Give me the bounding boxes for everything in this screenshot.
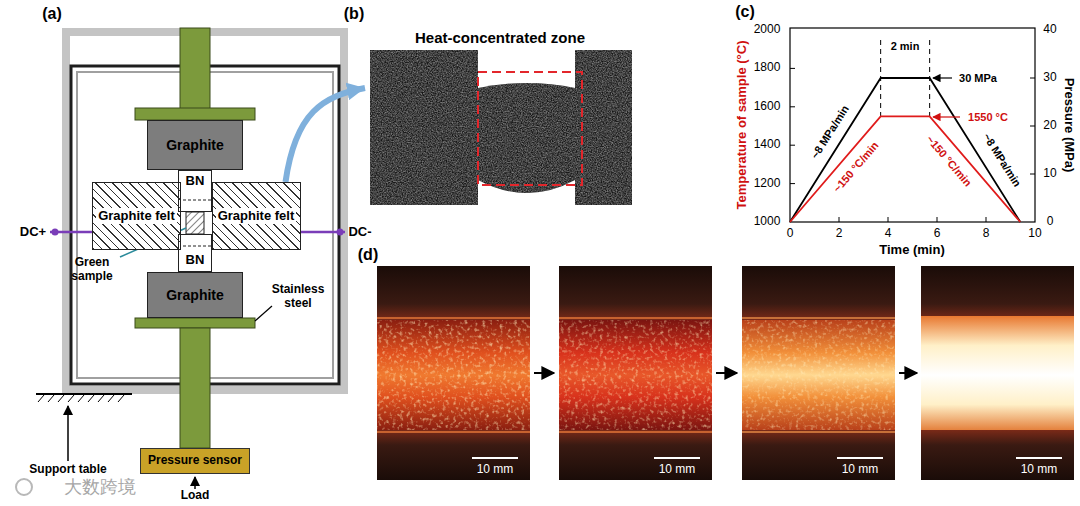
bn-spacer: BN <box>178 234 212 272</box>
graphite-felt-text: Graphite felt <box>216 208 297 225</box>
part-label: Stainless steel <box>265 283 331 311</box>
axis-title: Pressure (MPa) <box>1062 78 1077 173</box>
axis-tick: 0 <box>787 227 794 241</box>
panel-label: (a) <box>42 5 62 23</box>
graphite-block-text: Graphite <box>166 137 224 153</box>
scale-label: 10 mm <box>477 463 514 477</box>
sample-photo-panel-text: Heat-concentrated zone <box>415 29 585 46</box>
axis-tick: 1000 <box>754 215 781 229</box>
axis-tick: 6 <box>934 227 941 241</box>
graphite-felt: Graphite felt <box>92 182 181 250</box>
graphite-felt-text: Graphite felt <box>96 208 177 225</box>
axis-tick: 1400 <box>754 138 781 152</box>
axis-tick: 40 <box>1043 23 1056 37</box>
graphite-block: Graphite <box>147 120 243 170</box>
graphite-block: Graphite <box>147 272 243 318</box>
bn-spacer: BN <box>178 170 212 212</box>
panel-label: (c) <box>735 3 755 21</box>
pressure-sensor: Pressure sensor <box>140 448 250 474</box>
annotation: 30 MPa <box>959 72 997 85</box>
force-label: Load <box>181 489 210 503</box>
axis-tick: 10 <box>1028 227 1041 241</box>
panel-label: (b) <box>344 5 364 23</box>
axis-title: Temperature of sample (°C) <box>735 41 750 210</box>
axis-title: Time (min) <box>879 243 945 258</box>
axis-tick: 10 <box>1043 167 1056 181</box>
axis-tick: 30 <box>1043 71 1056 85</box>
axis-tick: 1600 <box>754 100 781 114</box>
part-label: Support table <box>29 463 106 477</box>
rate-label: ~8 MPa/min <box>980 131 1023 189</box>
annotation: 1550 °C <box>968 111 1008 124</box>
graphite-block-text: Graphite <box>166 287 224 303</box>
terminal-label: DC- <box>348 225 371 240</box>
axis-tick: 2000 <box>754 23 781 37</box>
watermark: 大数跨境 <box>64 477 136 498</box>
sample-photo-panel: Heat-concentrated zone <box>368 26 632 207</box>
scale-label: 10 mm <box>842 463 879 477</box>
axis-tick: 4 <box>885 227 892 241</box>
terminal-label: DC+ <box>20 225 46 240</box>
panel-label: (d) <box>358 246 378 264</box>
flow-arrow <box>286 88 366 182</box>
pressure-sensor-text: Pressure sensor <box>148 454 242 468</box>
scale-label: 10 mm <box>659 463 696 477</box>
bn-spacer-text: BN <box>186 174 205 189</box>
graphite-felt: Graphite felt <box>212 182 301 250</box>
rate-label: ~150 °C/min <box>924 133 974 189</box>
axis-tick: 0 <box>1047 215 1054 229</box>
rate-label: ~8 MPa/min <box>808 103 851 161</box>
part-label: Green sample <box>63 256 121 284</box>
bn-spacer-text: BN <box>186 253 205 268</box>
axis-tick: 1800 <box>754 61 781 75</box>
annotation: 2 min <box>891 40 920 53</box>
axis-tick: 8 <box>983 227 990 241</box>
scale-label: 10 mm <box>1021 463 1058 477</box>
axis-tick: 1200 <box>754 177 781 191</box>
axis-tick: 2 <box>836 227 843 241</box>
axis-tick: 20 <box>1043 119 1056 133</box>
